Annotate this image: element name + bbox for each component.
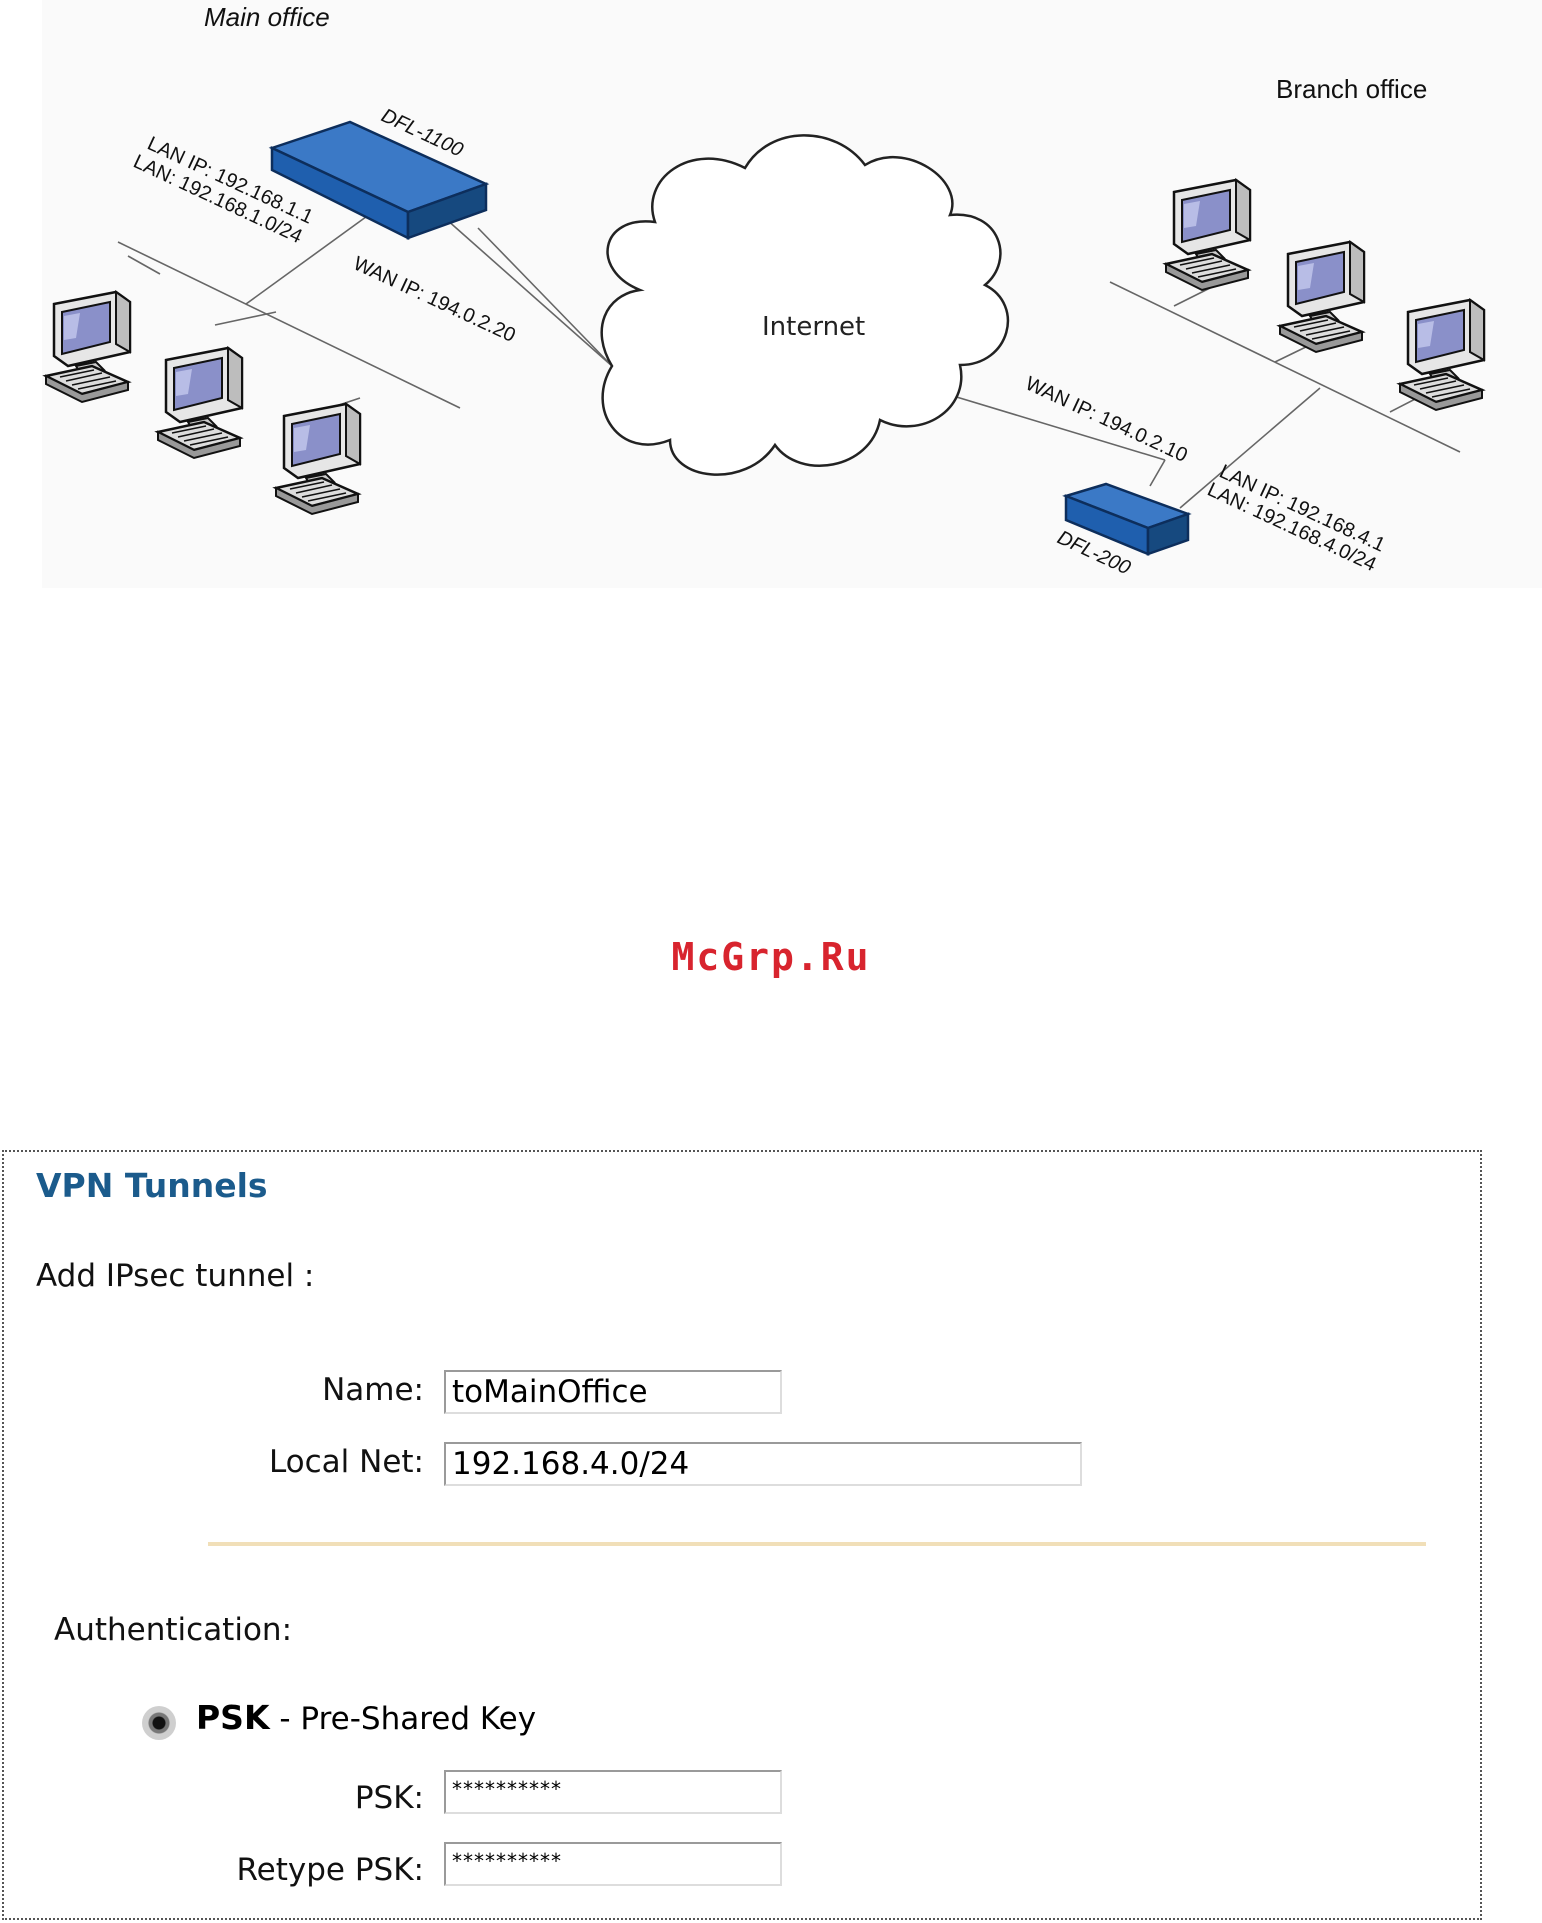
- branch-wan-ip-label: WAN IP: 194.0.2.10: [1022, 373, 1191, 467]
- vpn-tunnels-panel: VPN Tunnels Add IPsec tunnel : Name: toM…: [2, 1150, 1482, 1920]
- psk-radio-button[interactable]: [142, 1706, 176, 1740]
- internet-label: Internet: [762, 312, 865, 342]
- network-diagram: Internet Main office Branch office DFL-1…: [0, 0, 1542, 600]
- branch-pc-2: [1278, 240, 1366, 354]
- watermark: McGrp.Ru: [671, 935, 871, 979]
- main-office-label: Main office: [204, 2, 330, 32]
- psk-label: PSK:: [354, 1780, 424, 1816]
- retype-psk-label: Retype PSK:: [236, 1852, 424, 1888]
- branch-pc-1: [1164, 178, 1252, 292]
- authentication-label: Authentication:: [54, 1612, 293, 1648]
- local-net-label: Local Net:: [268, 1444, 424, 1480]
- psk-option-bold: PSK: [196, 1698, 270, 1737]
- branch-lan-lines: [939, 281, 1461, 509]
- panel-title: VPN Tunnels: [36, 1166, 268, 1205]
- name-label: Name:: [322, 1372, 424, 1408]
- main-pc-2: [156, 346, 244, 460]
- psk-option-rest: - Pre-Shared Key: [269, 1701, 537, 1737]
- dfl-1100-device: [268, 120, 490, 241]
- main-pc-3: [274, 402, 362, 516]
- local-net-input[interactable]: 192.168.4.0/24: [444, 1442, 1082, 1486]
- add-ipsec-tunnel-label: Add IPsec tunnel :: [36, 1258, 315, 1294]
- name-input[interactable]: toMainOffice: [444, 1370, 782, 1414]
- dfl-200-device: [1062, 482, 1192, 556]
- main-lan-lines: [117, 195, 613, 413]
- branch-office-label: Branch office: [1276, 74, 1427, 104]
- main-wan-ip-label: WAN IP: 194.0.2.20: [350, 253, 519, 347]
- main-pc-1: [44, 290, 132, 404]
- internet-cloud: [600, 134, 1010, 476]
- psk-input[interactable]: **********: [444, 1770, 782, 1814]
- retype-psk-input[interactable]: **********: [444, 1842, 782, 1886]
- psk-option-label[interactable]: PSK - Pre-Shared Key: [196, 1698, 536, 1737]
- branch-pc-3: [1398, 298, 1486, 412]
- section-divider: [208, 1542, 1426, 1546]
